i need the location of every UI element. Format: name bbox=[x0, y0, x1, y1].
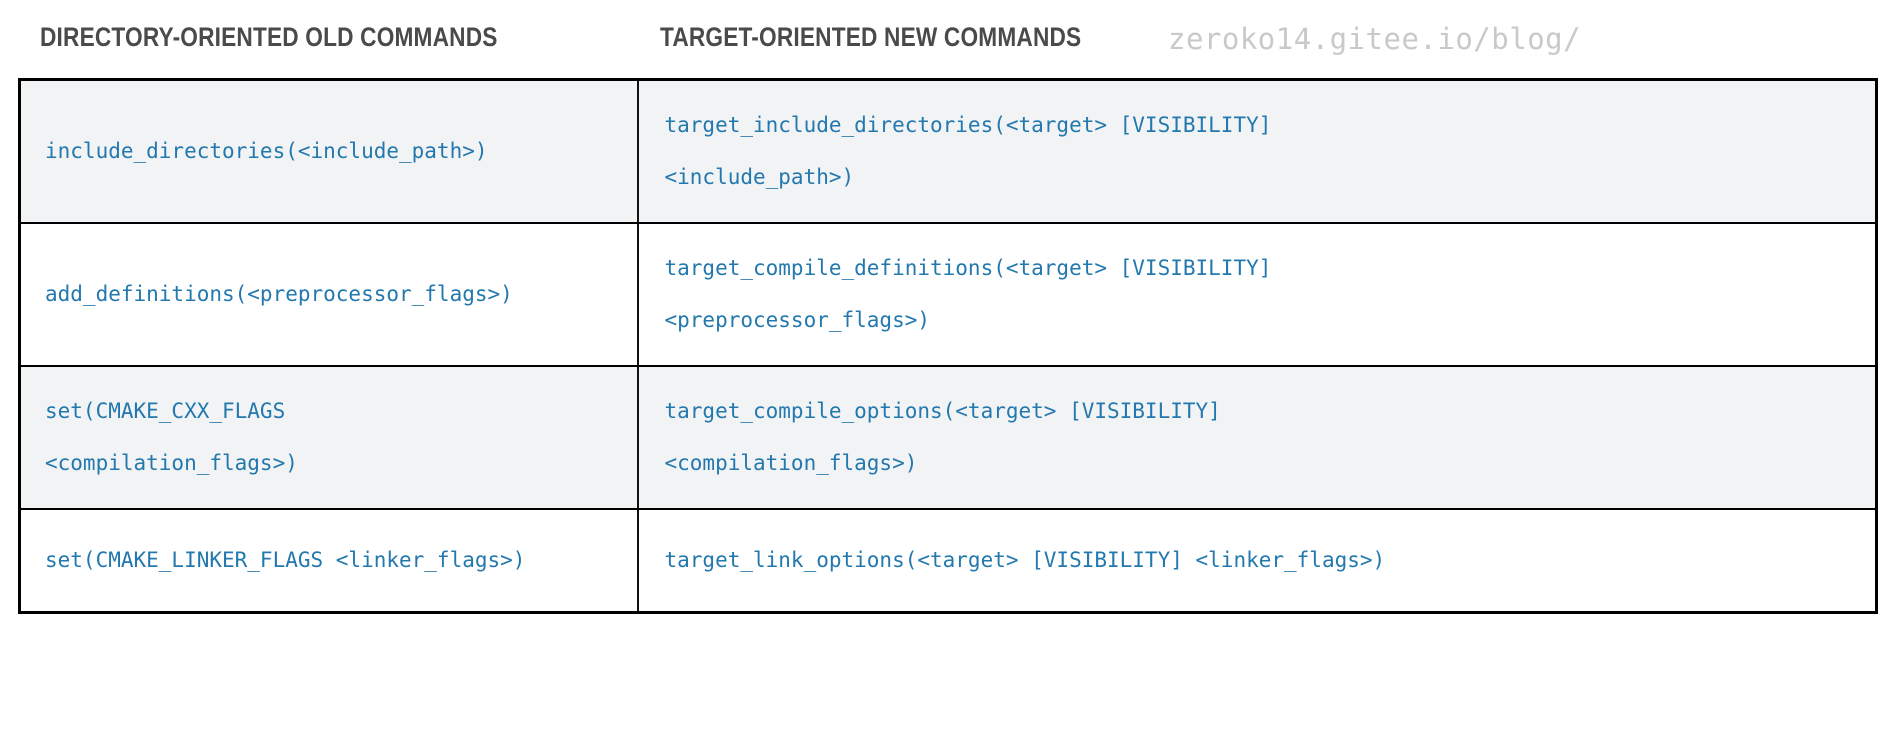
cell-new-command: target_compile_definitions(<target> [VIS… bbox=[636, 222, 1877, 367]
cell-old-command: add_definitions(<preprocessor_flags>) bbox=[19, 222, 638, 367]
cell-new-command: target_link_options(<target> [VISIBILITY… bbox=[636, 508, 1877, 613]
cmake-command-comparison-table: include_directories(<include_path>)targe… bbox=[18, 78, 1878, 614]
code-line: <preprocessor_flags>) bbox=[664, 308, 931, 332]
site-watermark: zeroko14.gitee.io/blog/ bbox=[1168, 22, 1582, 56]
cell-old-command: set(CMAKE_LINKER_FLAGS <linker_flags>) bbox=[19, 508, 638, 613]
code-line: set(CMAKE_CXX_FLAGS bbox=[45, 399, 286, 423]
cell-new-command: target_compile_options(<target> [VISIBIL… bbox=[636, 365, 1877, 510]
code-line: target_include_directories(<target> [VIS… bbox=[664, 113, 1272, 138]
column-header-old-commands: DIRECTORY-ORIENTED OLD COMMANDS bbox=[40, 22, 498, 52]
code-line: set(CMAKE_LINKER_FLAGS <linker_flags>) bbox=[45, 548, 526, 573]
cell-old-command: include_directories(<include_path>) bbox=[19, 79, 638, 224]
code-line: include_directories(<include_path>) bbox=[45, 139, 488, 164]
cell-new-command: target_include_directories(<target> [VIS… bbox=[636, 79, 1877, 224]
code-line: target_link_options(<target> [VISIBILITY… bbox=[664, 548, 1386, 573]
code-line: <include_path>) bbox=[664, 165, 855, 190]
table-row: include_directories(<include_path>) targe… bbox=[19, 79, 1877, 224]
column-header-new-commands: TARGET-ORIENTED NEW COMMANDS bbox=[660, 22, 1082, 52]
table-row: set(CMAKE_LINKER_FLAGS <linker_flags>) ta… bbox=[19, 508, 1877, 613]
table-row: set(CMAKE_CXX_FLAGS <compilation_flags>) t… bbox=[19, 365, 1877, 510]
code-line: add_definitions(<preprocessor_flags>) bbox=[45, 282, 513, 306]
table-row: add_definitions(<preprocessor_flags>) tar… bbox=[19, 222, 1877, 367]
code-line: <compilation_flags>) bbox=[664, 451, 918, 475]
code-line: target_compile_definitions(<target> [VIS… bbox=[664, 256, 1272, 280]
cell-old-command: set(CMAKE_CXX_FLAGS <compilation_flags>) bbox=[19, 365, 638, 510]
code-line: target_compile_options(<target> [VISIBIL… bbox=[664, 399, 1221, 423]
table-body: include_directories(<include_path>)targe… bbox=[19, 79, 1877, 613]
table-column-headers: DIRECTORY-ORIENTED OLD COMMANDS TARGET-O… bbox=[0, 0, 1882, 78]
code-line: <compilation_flags>) bbox=[45, 451, 298, 475]
